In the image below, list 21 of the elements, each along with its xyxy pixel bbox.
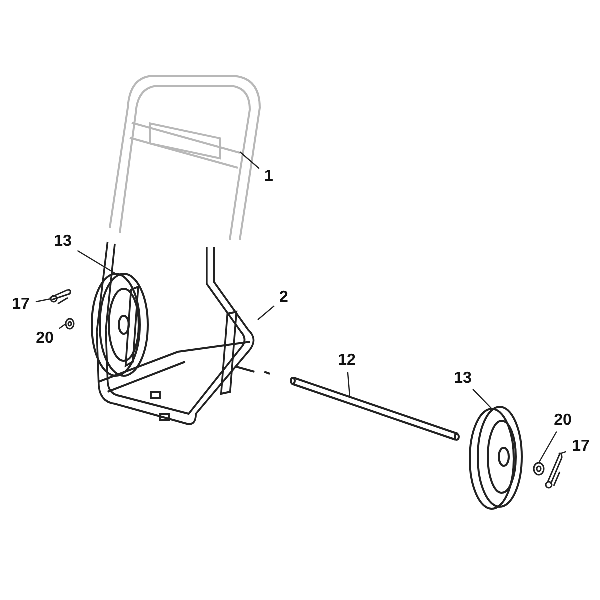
- callout-number: 13: [50, 233, 76, 251]
- leader-line: [560, 451, 566, 455]
- callout-number: 2: [276, 289, 292, 307]
- leader-line: [258, 306, 275, 320]
- leader-line: [472, 389, 492, 410]
- leader-line: [36, 298, 52, 303]
- callout-number: 17: [8, 296, 34, 314]
- callout-number: 12: [334, 352, 360, 370]
- leader-line: [347, 372, 351, 398]
- callout-number: 13: [450, 370, 476, 388]
- callout-number: 17: [568, 438, 594, 456]
- callout-number: 20: [550, 412, 576, 430]
- leader-line: [538, 431, 558, 464]
- washer-drawing: [64, 318, 76, 330]
- wheel-drawing: [88, 272, 152, 378]
- callout-number: 1: [261, 168, 277, 186]
- leader-line: [58, 324, 66, 330]
- leader-line: [77, 250, 116, 275]
- leader-line: [240, 152, 260, 170]
- callout-number: 20: [32, 330, 58, 348]
- washer-drawing: [532, 462, 546, 476]
